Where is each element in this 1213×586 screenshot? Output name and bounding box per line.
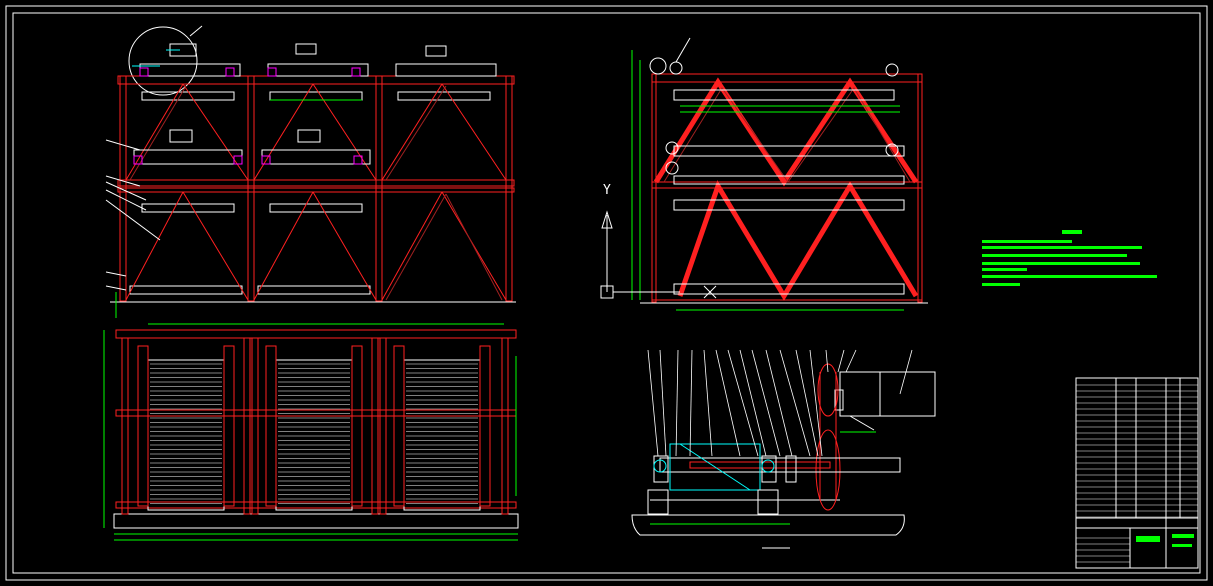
technical-notes — [982, 230, 1157, 286]
ucs-axis-icon: Y — [600, 183, 680, 299]
pallet-grating-1 — [147, 359, 225, 511]
axis-y-label: Y — [603, 183, 611, 198]
pallet-grating-2 — [275, 359, 353, 511]
outer-frame — [5, 5, 1208, 581]
drive-assembly — [631, 349, 936, 549]
motor-units-middle — [133, 129, 371, 165]
parts-list-table — [1075, 377, 1199, 519]
title-block — [1075, 517, 1199, 569]
inner-frame — [12, 12, 1201, 574]
motor-units-top — [132, 43, 497, 77]
plan-view — [103, 323, 519, 541]
detail-circle — [128, 26, 198, 96]
pallet-grating-3 — [403, 359, 481, 511]
side-elevation — [631, 37, 928, 311]
front-elevation — [105, 25, 516, 318]
